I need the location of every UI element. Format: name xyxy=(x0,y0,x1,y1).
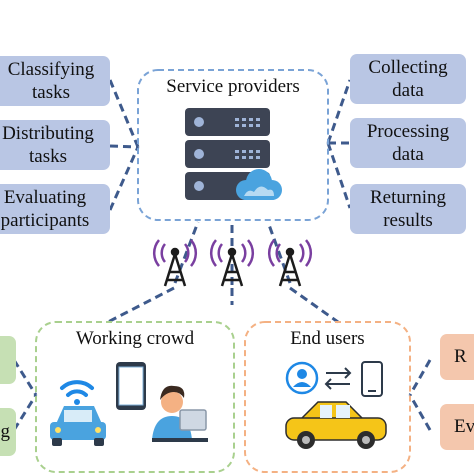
working-crowd-side-box-top xyxy=(0,336,16,384)
smartphone-icon xyxy=(361,361,383,397)
working-crowd-side-box-bottom: g xyxy=(0,408,16,456)
task-box-evaluating: Evaluating participants xyxy=(0,184,110,234)
task-box-classifying: Classifying tasks xyxy=(0,56,110,106)
car-icon xyxy=(50,406,106,446)
end-users-title: End users xyxy=(290,328,365,349)
cloud-icon xyxy=(236,169,282,200)
working-crowd-frame xyxy=(35,321,235,473)
antenna-tower-icon xyxy=(152,239,313,287)
working-crowd-title: Working crowd xyxy=(75,328,195,349)
end-users-frame xyxy=(244,321,411,473)
end-users-side-box-top: R xyxy=(440,334,474,380)
user-avatar-icon xyxy=(285,361,319,395)
left-connectors xyxy=(108,79,140,211)
exchange-arrows-icon xyxy=(324,367,352,390)
task-box-returning: Returning results xyxy=(350,184,466,234)
task-box-distributing: Distributing tasks xyxy=(0,120,110,170)
service-providers-title: Service providers xyxy=(166,76,300,97)
center-connectors xyxy=(12,221,432,431)
task-box-processing: Processing data xyxy=(350,118,466,168)
worker-at-computer-icon xyxy=(152,385,208,442)
smartphone-icon xyxy=(116,362,146,410)
right-connectors xyxy=(326,79,352,209)
wifi-icon xyxy=(60,380,94,405)
task-box-collecting: Collecting data xyxy=(350,54,466,104)
end-users-side-box-bottom: Ev xyxy=(440,404,474,450)
taxi-car-icon xyxy=(285,401,387,449)
service-providers-frame xyxy=(137,69,329,221)
